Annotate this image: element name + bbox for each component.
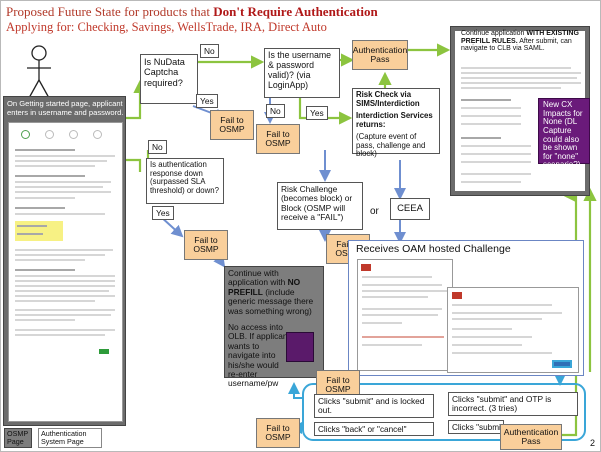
- or-label: or: [370, 206, 379, 217]
- clicks-submit-box: Clicks "submit: [448, 420, 504, 434]
- new-cx-impacts-note: New CX Impacts for None (DL Capture coul…: [538, 98, 590, 169]
- continue-existing-text: Continue application WITH EXISTING PREFI…: [461, 30, 579, 53]
- applicant-figure-icon: [27, 45, 51, 99]
- auth-response-question: Is authentication response down (surpass…: [146, 158, 224, 204]
- nudata-captcha-question: Is NuData Captcha required?: [140, 54, 198, 104]
- risk-challenge-box: Risk Challenge (becomes block) or Block …: [277, 182, 363, 230]
- username-yes-label: Yes: [306, 106, 328, 120]
- nudata-no-label: No: [200, 44, 219, 58]
- otp-incorrect-box: Clicks "submit" and OTP is incorrect. (3…: [448, 392, 578, 416]
- legend-osmp-swatch: OSMP Page: [4, 428, 32, 448]
- username-password-question: Is the username & password valid)? (via …: [264, 48, 340, 98]
- back-cancel-box: Clicks "back" or "cancel": [314, 422, 434, 436]
- nudata-yes-label: Yes: [196, 94, 218, 108]
- arrow-start-to-nudata: [126, 79, 147, 120]
- step-3-icon: [69, 130, 78, 139]
- fail-to-osmp-back: Fail to OSMP: [256, 418, 300, 448]
- step-4-icon: [93, 130, 102, 139]
- ceea-box: CEEA: [390, 198, 430, 220]
- getting-started-screenshot: [8, 122, 123, 422]
- oam-challenge-screenshot-left: [357, 259, 453, 371]
- step-2-icon: [45, 130, 54, 139]
- outcome-loop: [302, 383, 586, 441]
- oam-challenge-screenshot-right: [447, 287, 579, 373]
- risk-check-box: Risk Check via SIMS/Interdiction Interdi…: [352, 88, 440, 158]
- arrow-start-down: [126, 158, 142, 172]
- oam-challenge-title: Receives OAM hosted Challenge: [356, 243, 511, 255]
- username-no-label: No: [266, 104, 285, 118]
- getting-started-description: On Getting started page, applicant enter…: [7, 99, 124, 117]
- fail-to-osmp-nudata: Fail to OSMP: [210, 110, 254, 140]
- continue-no-prefill-text: Continue with application with NO PREFIL…: [228, 268, 314, 316]
- no-prefill-thumbnail: [286, 332, 314, 362]
- highlighted-login-fields: [15, 221, 63, 241]
- risk-check-title: Risk Check via SIMS/Interdiction: [356, 90, 420, 108]
- getting-started-panel: On Getting started page, applicant enter…: [3, 96, 126, 426]
- arrow-username-yes: [298, 98, 353, 125]
- legend: OSMP Page Authentication System Page: [4, 428, 124, 450]
- oam-challenge-box: Receives OAM hosted Challenge: [348, 240, 584, 376]
- locked-out-box: Clicks "submit" and is locked out.: [314, 394, 434, 418]
- fail-to-osmp-username: Fail to OSMP: [256, 124, 300, 154]
- arrow-locked-to-fail-left: [288, 382, 303, 399]
- page-title: Proposed Future State for products that …: [6, 4, 378, 19]
- step-1-icon: [21, 130, 30, 139]
- auth-response-no-label: No: [148, 140, 167, 154]
- fail-to-osmp-auth-response: Fail to OSMP: [184, 230, 228, 260]
- risk-check-note: (Capture event of pass, challenge and bl…: [356, 131, 426, 159]
- page-subtitle: Applying for: Checking, Savings, WellsTr…: [6, 20, 327, 34]
- continue-button: [99, 349, 109, 354]
- page-number: 2: [590, 438, 596, 448]
- authentication-pass-bottom: Authentication Pass: [500, 424, 562, 450]
- risk-check-subtitle: Interdiction Services returns:: [356, 111, 433, 130]
- auth-response-yes-label: Yes: [152, 206, 174, 220]
- oam-submit-button: [552, 360, 572, 368]
- no-access-text: No access into OLB. If applicant wants t…: [228, 322, 290, 389]
- legend-auth-swatch: Authentication System Page: [38, 428, 102, 448]
- authentication-pass-top: Authentication Pass: [352, 40, 408, 70]
